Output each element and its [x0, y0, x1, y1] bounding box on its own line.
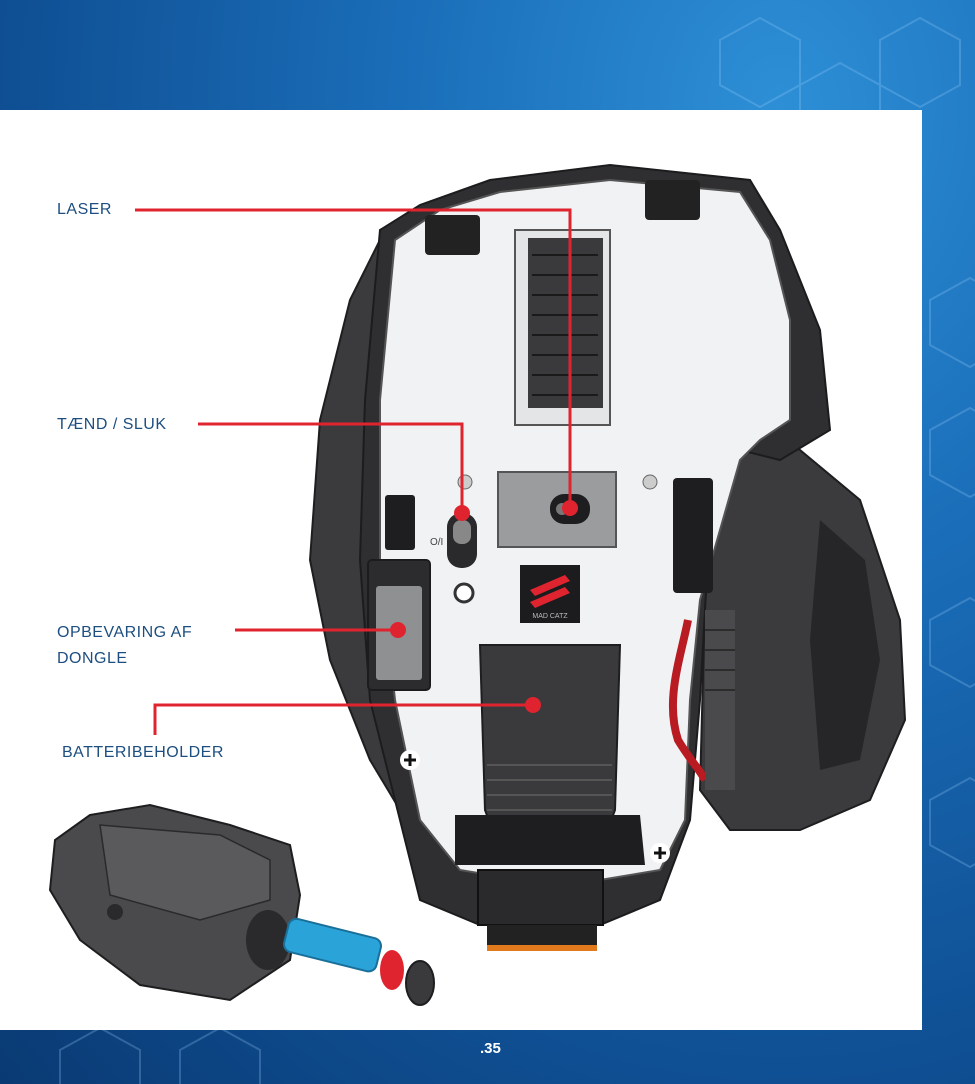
svg-text:O/I: O/I	[430, 537, 443, 548]
page-number: .35	[480, 1040, 501, 1057]
battery-label: BATTERIBEHOLDER	[62, 742, 224, 764]
dongle-label-line2: DONGLE	[57, 648, 128, 670]
logo-text: MAD CATZ	[532, 613, 568, 620]
battery	[282, 917, 382, 973]
dongle-label-line1: OPBEVARING AF	[57, 622, 192, 644]
power-label: TÆND / SLUK	[57, 414, 167, 436]
laser-label: LASER	[57, 199, 112, 221]
